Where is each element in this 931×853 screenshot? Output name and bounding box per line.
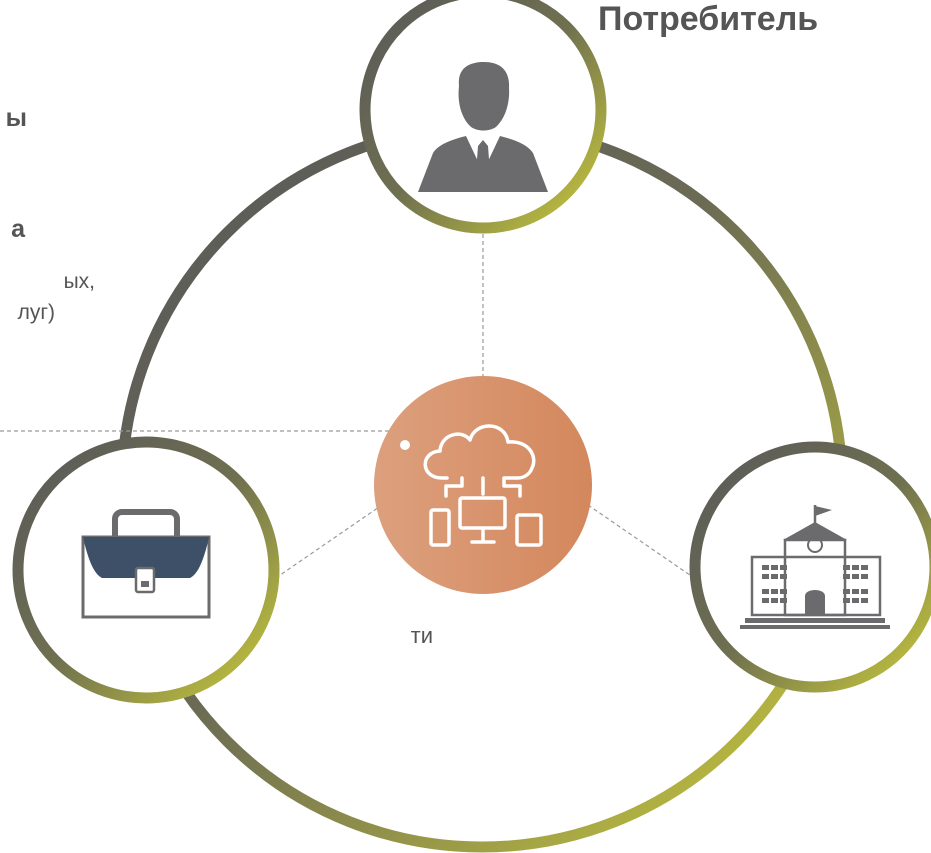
school-building-icon (740, 505, 890, 629)
cloud-node (374, 376, 592, 594)
briefcase-node (12, 436, 280, 704)
businessman-icon (418, 62, 548, 192)
person-node (359, 0, 607, 234)
left-text-fragment-4: луг) (17, 301, 55, 324)
briefcase-icon (81, 509, 211, 619)
connector-bottom-left (269, 504, 383, 583)
heading-consumers: Потребитель (598, 0, 819, 38)
school-node (689, 441, 931, 693)
connectors (0, 220, 701, 583)
left-text-fragment-3: ых, (63, 270, 95, 293)
left-text-fragment-2: а (11, 215, 25, 243)
left-text-fragment-5: ти (410, 623, 433, 648)
left-text-fragment-1: ы (5, 104, 27, 132)
cloud-network-icon (423, 424, 543, 547)
connector-right (587, 504, 701, 583)
